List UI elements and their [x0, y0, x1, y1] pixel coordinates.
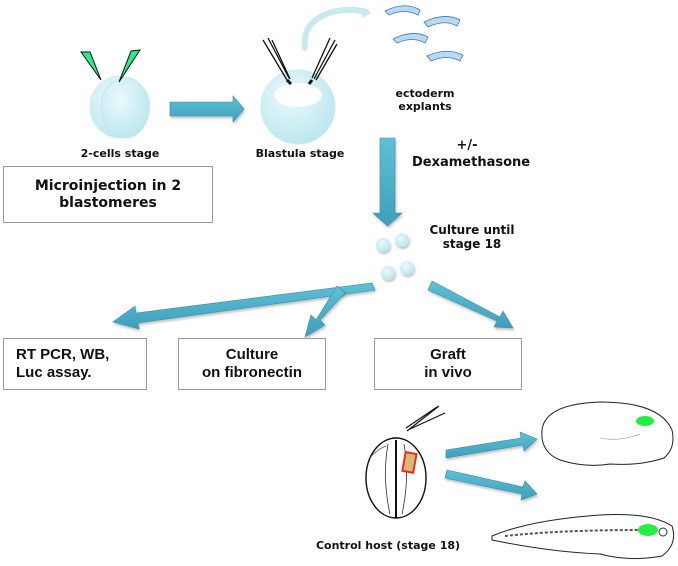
- tadpole-embryo: [491, 514, 675, 560]
- arrow-to-graft: [427, 280, 514, 329]
- box-assays-line2: Luc assay.: [16, 364, 92, 381]
- tailbud-embryo: [541, 401, 674, 466]
- graft-site-marker: [401, 450, 418, 474]
- arrow-to-culture: [372, 137, 403, 227]
- box-assays-line1: RT PCR, WB,: [16, 346, 110, 363]
- two-cell-embryo: [89, 75, 151, 139]
- label-control-host: Control host (stage 18): [315, 539, 461, 552]
- cultured-explants: [376, 233, 414, 280]
- label-culture-line2: stage 18: [442, 237, 502, 252]
- forceps-left-icon: [262, 37, 293, 86]
- arrow-to-fibronectin: [304, 285, 346, 338]
- box-microinjection-line2: blastomeres: [59, 194, 157, 211]
- box-graft: Graft in vivo: [374, 338, 522, 390]
- box-graft-line2: in vivo: [424, 364, 472, 381]
- label-blastula-stage: Blastula stage: [255, 147, 345, 160]
- forceps-right-icon: [307, 37, 338, 85]
- arrow-to-tailbud: [445, 431, 538, 459]
- label-culture-until-stage: Culture until stage 18: [424, 223, 520, 252]
- box-fibronectin-line2: on fibronectin: [202, 364, 302, 381]
- label-treatment-line1: +/-: [456, 138, 478, 153]
- box-graft-line1: Graft: [430, 346, 466, 363]
- box-fibronectin-line1: Culture: [225, 346, 279, 363]
- box-microinjection-line1: Microinjection in 2: [34, 177, 182, 194]
- label-two-cell-stage: 2-cells stage: [80, 147, 160, 160]
- box-microinjection: Microinjection in 2 blastomeres: [3, 166, 213, 223]
- arrow-to-blastula: [169, 95, 245, 123]
- label-ectoderm-line1: ectoderm: [395, 87, 455, 100]
- ectoderm-explants: [384, 5, 464, 62]
- forceps-graft-icon: [405, 405, 446, 432]
- label-culture-line1: Culture until: [429, 223, 515, 237]
- blastula-embryo: [260, 69, 336, 145]
- label-dexamethasone: +/- Dexamethasone: [412, 138, 531, 172]
- injection-needle-left: [80, 51, 102, 81]
- label-ectoderm-line2: explants: [398, 100, 452, 114]
- label-treatment-line2: Dexamethasone: [412, 154, 531, 170]
- curved-arrow-to-explants: [301, 6, 371, 51]
- injection-needle-right: [118, 49, 142, 83]
- box-fibronectin: Culture on fibronectin: [178, 338, 326, 390]
- host-embryo: [365, 437, 427, 519]
- box-assays: RT PCR, WB, Luc assay.: [3, 338, 147, 390]
- label-ectoderm-explants: ectoderm explants: [385, 87, 465, 113]
- arrow-to-tadpole: [444, 469, 538, 501]
